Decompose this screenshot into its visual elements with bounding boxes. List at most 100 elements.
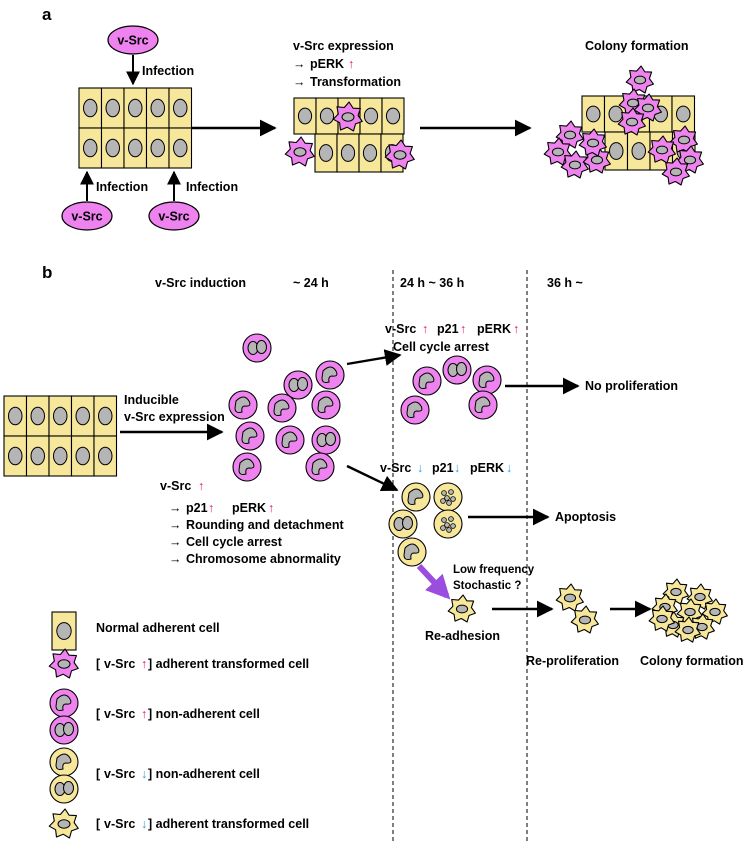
normal-cell bbox=[93, 435, 118, 477]
legend-row-pink-adherent: [ v-Src ↑ ] adherent transformed cell bbox=[96, 657, 309, 671]
legend-vsrc-2: v-Src bbox=[104, 707, 135, 721]
left-p21: p21 bbox=[186, 501, 208, 515]
colony-transformed-cell bbox=[617, 107, 646, 136]
upper-p21: p21 bbox=[437, 322, 459, 336]
legend-yellow-round-cell bbox=[49, 747, 79, 777]
normal-cell bbox=[168, 127, 193, 169]
legend-vsrc-3: v-Src bbox=[104, 767, 135, 781]
normal-cell bbox=[145, 87, 170, 129]
vsrc-virus-br-label: v-Src bbox=[158, 210, 189, 224]
panel-b-label: b bbox=[42, 263, 52, 282]
arrow-glyph-1: → bbox=[293, 57, 306, 71]
apoptosis-label: Apoptosis bbox=[555, 510, 616, 524]
yellow-round-cell bbox=[388, 509, 418, 539]
panel-b-cells bbox=[3, 333, 728, 643]
transformed-cell bbox=[284, 136, 315, 167]
lower-vsrc-down: ↓ bbox=[417, 461, 423, 475]
colony-yellow-cell bbox=[648, 605, 675, 632]
perk-label-a: pERK bbox=[310, 57, 344, 71]
nonadherent-pink-cell bbox=[315, 360, 345, 390]
nonadherent-pink-cell bbox=[267, 393, 297, 423]
upper-vsrc: v-Src bbox=[385, 322, 416, 336]
upper-perk-up: ↑ bbox=[513, 322, 519, 336]
normal-cell bbox=[78, 87, 103, 129]
stochastic-label: Stochastic ? bbox=[453, 580, 521, 592]
legend-up-1: ↑ bbox=[141, 657, 147, 671]
monolayer-cell bbox=[336, 133, 360, 173]
colony-transformed-cell bbox=[661, 157, 690, 186]
legend-text-3: ] non-adherent cell bbox=[148, 767, 260, 781]
yellow-round-cell bbox=[433, 509, 463, 539]
left-effect-2: Cell cycle arrest bbox=[186, 535, 283, 549]
upper-note: Cell cycle arrest bbox=[393, 340, 490, 354]
legend-down-4: ↓ bbox=[141, 817, 147, 831]
colony-transformed-cell bbox=[625, 65, 654, 94]
legend-row-yellow-nonadherent: [ v-Src ↓ ] non-adherent cell bbox=[96, 767, 260, 781]
time-header-24-36h: 24 h ~ 36 h bbox=[400, 276, 464, 290]
panel-a-label: a bbox=[42, 5, 52, 24]
monolayer-cell bbox=[315, 97, 339, 135]
yellow-round-cell bbox=[401, 482, 431, 512]
arrested-pink-cell bbox=[468, 390, 498, 420]
legend-cells bbox=[48, 611, 79, 839]
left-arrow-glyph-0: → bbox=[169, 501, 182, 515]
time-header-36h: 36 h ~ bbox=[547, 276, 583, 290]
upper-vsrc-up: ↑ bbox=[422, 322, 428, 336]
legend-vsrc-4: v-Src bbox=[104, 817, 135, 831]
normal-cell bbox=[3, 435, 28, 477]
legend-normal: Normal adherent cell bbox=[96, 621, 220, 635]
normal-cell bbox=[93, 395, 118, 437]
monolayer-cell bbox=[293, 97, 317, 135]
reproliferating-cell bbox=[555, 583, 584, 612]
inducible-line-2: v-Src expression bbox=[124, 410, 225, 424]
legend-bracket-1: [ bbox=[96, 657, 101, 671]
vsrc-virus-top: v-Src bbox=[107, 25, 159, 55]
nonadherent-pink-cell bbox=[275, 425, 305, 455]
legend-up-2: ↑ bbox=[141, 707, 147, 721]
left-vsrc-up: ↑ bbox=[198, 479, 204, 493]
left-p21-up: ↑ bbox=[208, 501, 214, 515]
vsrc-virus-top-label: v-Src bbox=[117, 34, 148, 48]
legend-bracket-4: [ bbox=[96, 817, 101, 831]
transformation-label: Transformation bbox=[310, 75, 401, 89]
vsrc-virus-bl-label: v-Src bbox=[71, 210, 102, 224]
colony-formation-label-b: Colony formation bbox=[640, 654, 743, 668]
nonadherent-pink-cell bbox=[228, 390, 258, 420]
time-header-induction: v-Src induction bbox=[155, 276, 246, 290]
low-frequency-label: Low frequency bbox=[453, 564, 535, 576]
legend-normal-cell bbox=[51, 611, 77, 651]
monolayer-cell bbox=[314, 133, 338, 173]
readhesion-label: Re-adhesion bbox=[425, 629, 500, 643]
arrested-pink-cell bbox=[400, 395, 430, 425]
colony-cell bbox=[581, 95, 606, 133]
normal-cell bbox=[78, 127, 103, 169]
vsrc-expression-title: v-Src expression bbox=[293, 39, 394, 53]
legend-pink-adherent-cell bbox=[48, 648, 79, 679]
vsrc-virus-bottom-left: v-Src bbox=[61, 201, 113, 231]
normal-cell bbox=[123, 127, 148, 169]
reproliferation-label: Re-proliferation bbox=[526, 654, 619, 668]
nonadherent-pink-cell bbox=[235, 421, 265, 451]
no-proliferation-label: No proliferation bbox=[585, 379, 678, 393]
legend-yellow-adherent-cell bbox=[48, 808, 79, 839]
legend-text-2: ] non-adherent cell bbox=[148, 707, 260, 721]
vsrc-virus-bottom-right: v-Src bbox=[148, 201, 200, 231]
left-perk-up: ↑ bbox=[268, 501, 274, 515]
legend-bracket-2: [ bbox=[96, 707, 101, 721]
nonadherent-pink-cell bbox=[242, 333, 272, 363]
lower-perk-down: ↓ bbox=[506, 461, 512, 475]
legend-bracket-3: [ bbox=[96, 767, 101, 781]
time-header-24h: ~ 24 h bbox=[293, 276, 329, 290]
normal-cell bbox=[48, 435, 73, 477]
purple-arrow bbox=[416, 563, 451, 600]
colony-yellow-cell bbox=[674, 616, 701, 643]
lower-vsrc: v-Src bbox=[380, 461, 411, 475]
legend-pink-round-cell bbox=[49, 688, 79, 718]
perk-up-arrow-a: ↑ bbox=[348, 57, 354, 71]
colony-formation-label-a: Colony formation bbox=[585, 39, 688, 53]
arrested-pink-cell bbox=[442, 355, 472, 385]
reproliferating-cell bbox=[570, 605, 599, 634]
left-effect-1: Rounding and detachment bbox=[186, 518, 344, 532]
normal-cell bbox=[100, 87, 125, 129]
